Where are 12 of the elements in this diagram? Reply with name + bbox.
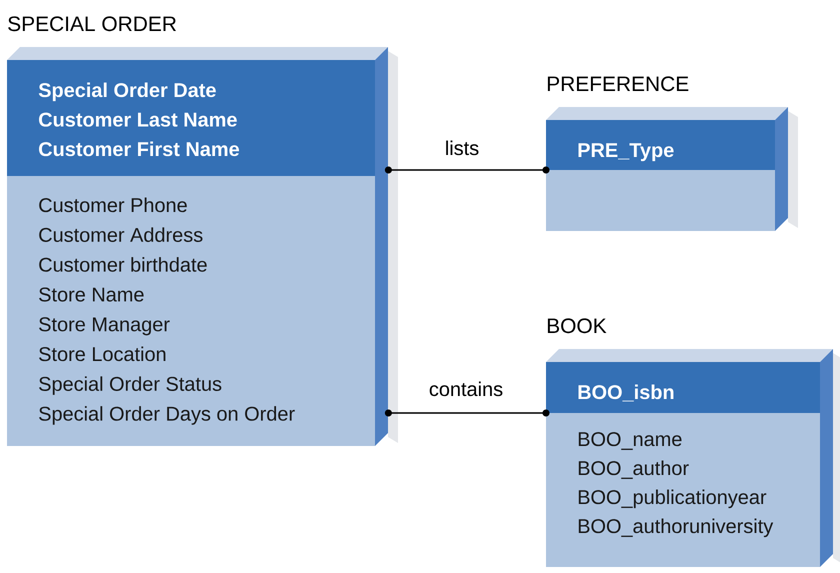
entity-name: BOOK: [548, 318, 606, 334]
key-attribute: PRE_Type: [578, 143, 674, 162]
relationship-line: [384, 410, 550, 416]
key-attribute: Special Order Date: [38, 82, 216, 102]
entity-name: PREFERENCE: [548, 76, 688, 92]
key-attribute: Customer Last Name: [39, 112, 237, 127]
edge-label: contains: [428, 380, 504, 398]
edge-label: lists: [444, 140, 480, 156]
relationship-line: [384, 166, 550, 174]
entity-name: SPECIAL ORDER: [8, 16, 176, 32]
key-attribute: BOO_isbn: [578, 384, 674, 402]
key-attribute: Customer First Name: [39, 142, 240, 156]
